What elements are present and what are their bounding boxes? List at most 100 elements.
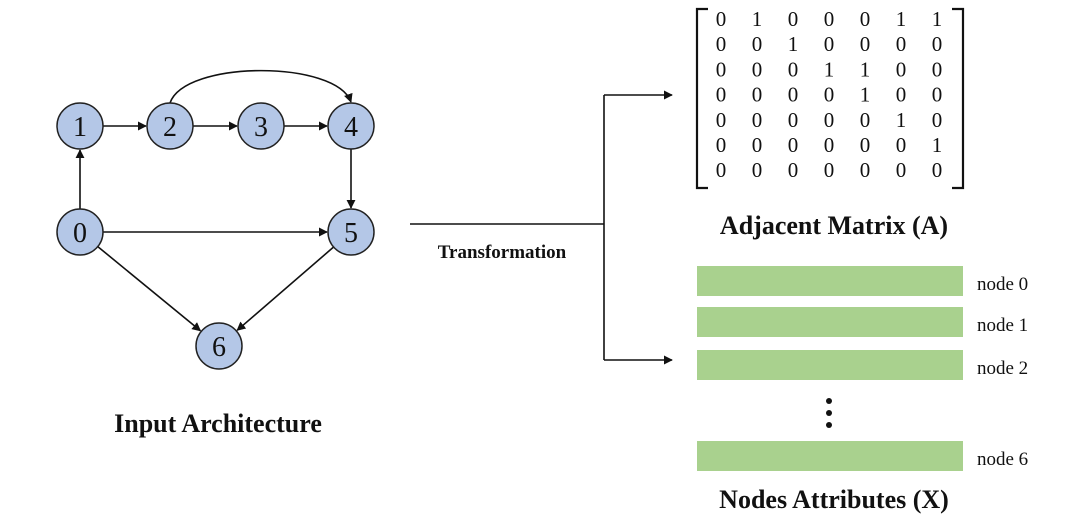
matrix-cell-r4-c5: 1 bbox=[896, 108, 907, 132]
attribute-row-label: node 0 bbox=[977, 274, 1028, 295]
node-label: 5 bbox=[344, 218, 358, 249]
node-label: 1 bbox=[73, 112, 87, 143]
matrix-cell-r5-c1: 0 bbox=[752, 133, 763, 157]
matrix-cell-r0-c2: 0 bbox=[788, 7, 799, 31]
graph-node-1: 1 bbox=[56, 102, 104, 150]
matrix-cell-r4-c1: 0 bbox=[752, 108, 763, 132]
matrix-cell-r0-c3: 0 bbox=[824, 7, 835, 31]
transformation-connector bbox=[410, 90, 673, 365]
node-label: 0 bbox=[73, 218, 87, 249]
matrix-cell-r5-c6: 1 bbox=[932, 133, 943, 157]
attribute-bar bbox=[697, 350, 963, 380]
matrix-cell-r4-c2: 0 bbox=[788, 108, 799, 132]
attribute-row-0: node 0 bbox=[697, 266, 1028, 296]
matrix-cell-r0-c0: 0 bbox=[716, 7, 727, 31]
node-circle bbox=[56, 102, 104, 150]
input-architecture-caption: Input Architecture bbox=[114, 409, 322, 438]
matrix-cell-r2-c0: 0 bbox=[716, 57, 727, 81]
matrix-cell-r6-c5: 0 bbox=[896, 158, 907, 182]
matrix-left-bracket bbox=[695, 7, 708, 190]
matrix-cell-r6-c6: 0 bbox=[932, 158, 943, 182]
matrix-cell-r1-c2: 1 bbox=[788, 32, 799, 56]
node-label: 3 bbox=[254, 112, 268, 143]
node-circle bbox=[195, 322, 243, 370]
matrix-cell-r5-c2: 0 bbox=[788, 133, 799, 157]
matrix-cell-r1-c1: 0 bbox=[752, 32, 763, 56]
matrix-cell-r1-c3: 0 bbox=[824, 32, 835, 56]
graph-node-5: 5 bbox=[327, 208, 375, 256]
attribute-bar bbox=[697, 266, 963, 296]
matrix-cell-r2-c2: 0 bbox=[788, 57, 799, 81]
ellipsis-dot bbox=[826, 398, 832, 404]
matrix-cell-r3-c1: 0 bbox=[752, 83, 763, 107]
transformation-label: Transformation bbox=[438, 242, 567, 263]
matrix-cell-r1-c5: 0 bbox=[896, 32, 907, 56]
matrix-cell-r3-c5: 0 bbox=[896, 83, 907, 107]
graph-node-4: 4 bbox=[327, 102, 375, 150]
matrix-cell-r3-c6: 0 bbox=[932, 83, 943, 107]
matrix-cell-r3-c0: 0 bbox=[716, 83, 727, 107]
matrix-cell-r2-c6: 0 bbox=[932, 57, 943, 81]
matrix-cell-r5-c4: 0 bbox=[860, 133, 871, 157]
matrix-cell-r6-c3: 0 bbox=[824, 158, 835, 182]
matrix-cell-r6-c1: 0 bbox=[752, 158, 763, 182]
ellipsis-dot bbox=[826, 422, 832, 428]
graph-node-0: 0 bbox=[56, 208, 104, 256]
attribute-row-label: node 6 bbox=[977, 449, 1028, 470]
matrix-cell-r2-c1: 0 bbox=[752, 57, 763, 81]
matrix-cell-r2-c3: 1 bbox=[824, 57, 835, 81]
matrix-cell-r1-c6: 0 bbox=[932, 32, 943, 56]
matrix-cell-r3-c2: 0 bbox=[788, 83, 799, 107]
node-label: 6 bbox=[212, 332, 226, 363]
matrix-cell-r4-c0: 0 bbox=[716, 108, 727, 132]
matrix-right-bracket bbox=[952, 7, 965, 190]
node-label: 4 bbox=[344, 112, 358, 143]
graph-nodes: 0 1 2 3 4 5 6 bbox=[56, 102, 375, 370]
matrix-cell-r0-c5: 1 bbox=[896, 7, 907, 31]
matrix-cell-r2-c5: 0 bbox=[896, 57, 907, 81]
matrix-cell-r0-c1: 1 bbox=[752, 7, 763, 31]
node-attributes-caption: Nodes Attributes (X) bbox=[719, 485, 949, 514]
matrix-cell-r4-c4: 0 bbox=[860, 108, 871, 132]
matrix-cell-r3-c4: 1 bbox=[860, 83, 871, 107]
node-attributes: node 0 node 1 node 2 node 6 bbox=[697, 266, 1028, 471]
matrix-cell-r5-c3: 0 bbox=[824, 133, 835, 157]
graph-node-6: 6 bbox=[195, 322, 243, 370]
edge-0-to-6 bbox=[97, 245, 202, 332]
attribute-bar bbox=[697, 441, 963, 471]
node-circle bbox=[56, 208, 104, 256]
attribute-row-1: node 1 bbox=[697, 307, 1028, 337]
matrix-cell-r6-c4: 0 bbox=[860, 158, 871, 182]
ellipsis-dot bbox=[826, 410, 832, 416]
node-circle bbox=[237, 102, 285, 150]
matrix-cell-r0-c6: 1 bbox=[932, 7, 943, 31]
node-circle bbox=[327, 208, 375, 256]
matrix-cell-r1-c0: 0 bbox=[716, 32, 727, 56]
node-circle bbox=[327, 102, 375, 150]
attribute-bar bbox=[697, 307, 963, 337]
attribute-row-2: node 2 bbox=[697, 350, 1028, 380]
matrix-cell-r6-c0: 0 bbox=[716, 158, 727, 182]
edge-5-to-6 bbox=[236, 246, 335, 331]
ellipsis-dots bbox=[826, 398, 832, 428]
node-label: 2 bbox=[163, 112, 177, 143]
matrix-cell-r5-c0: 0 bbox=[716, 133, 727, 157]
matrix-cell-r3-c3: 0 bbox=[824, 83, 835, 107]
edge-2-to-4 bbox=[169, 69, 353, 104]
adjacency-matrix-caption: Adjacent Matrix (A) bbox=[720, 211, 948, 240]
graph-node-3: 3 bbox=[237, 102, 285, 150]
matrix-cell-r5-c5: 0 bbox=[896, 133, 907, 157]
matrix-cell-r6-c2: 0 bbox=[788, 158, 799, 182]
node-circle bbox=[146, 102, 194, 150]
graph-edges bbox=[75, 69, 356, 332]
attribute-row-3: node 6 bbox=[697, 441, 1028, 471]
matrix-cell-r0-c4: 0 bbox=[860, 7, 871, 31]
graph-node-2: 2 bbox=[146, 102, 194, 150]
matrix-cell-r4-c6: 0 bbox=[932, 108, 943, 132]
attribute-row-label: node 1 bbox=[977, 315, 1028, 336]
attribute-row-label: node 2 bbox=[977, 358, 1028, 379]
